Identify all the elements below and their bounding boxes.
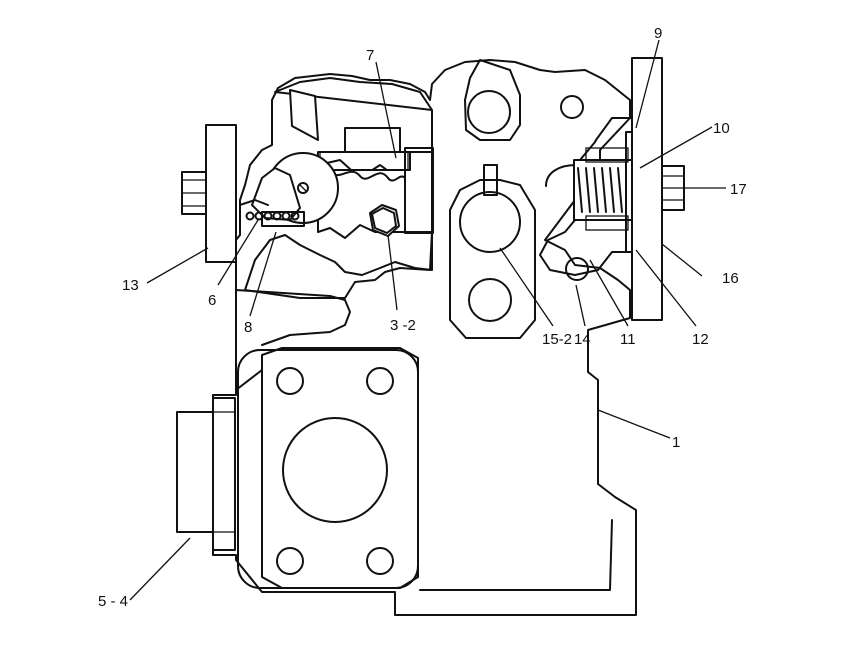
right-end-cap xyxy=(631,57,685,321)
callout-15-2: 15-2 xyxy=(542,331,572,348)
lower-flange xyxy=(237,347,419,589)
callout-11: 11 xyxy=(620,331,636,348)
callout-16: 16 xyxy=(722,270,739,287)
right-valve-section xyxy=(539,117,639,281)
callout-9: 9 xyxy=(654,25,662,42)
side-plug xyxy=(176,397,236,551)
callout-labels: 7 9 10 17 16 13 6 8 3 -2 15-2 14 11 12 1… xyxy=(98,25,747,610)
leader-lines xyxy=(129,39,726,601)
callout-13: 13 xyxy=(122,277,139,294)
callout-3-2: 3 -2 xyxy=(390,317,416,334)
callout-12: 12 xyxy=(692,331,709,348)
center-ports xyxy=(449,59,591,339)
callout-5-4: 5 - 4 xyxy=(98,593,128,610)
callout-1: 1 xyxy=(672,434,680,451)
left-end-cap xyxy=(181,124,237,263)
left-valve-section xyxy=(239,77,434,299)
housing-body xyxy=(212,59,637,616)
callout-14: 14 xyxy=(574,331,591,348)
callout-10: 10 xyxy=(713,120,730,137)
callout-17: 17 xyxy=(730,181,747,198)
callout-6: 6 xyxy=(208,292,216,309)
callout-7: 7 xyxy=(366,47,374,64)
callout-8: 8 xyxy=(244,319,252,336)
